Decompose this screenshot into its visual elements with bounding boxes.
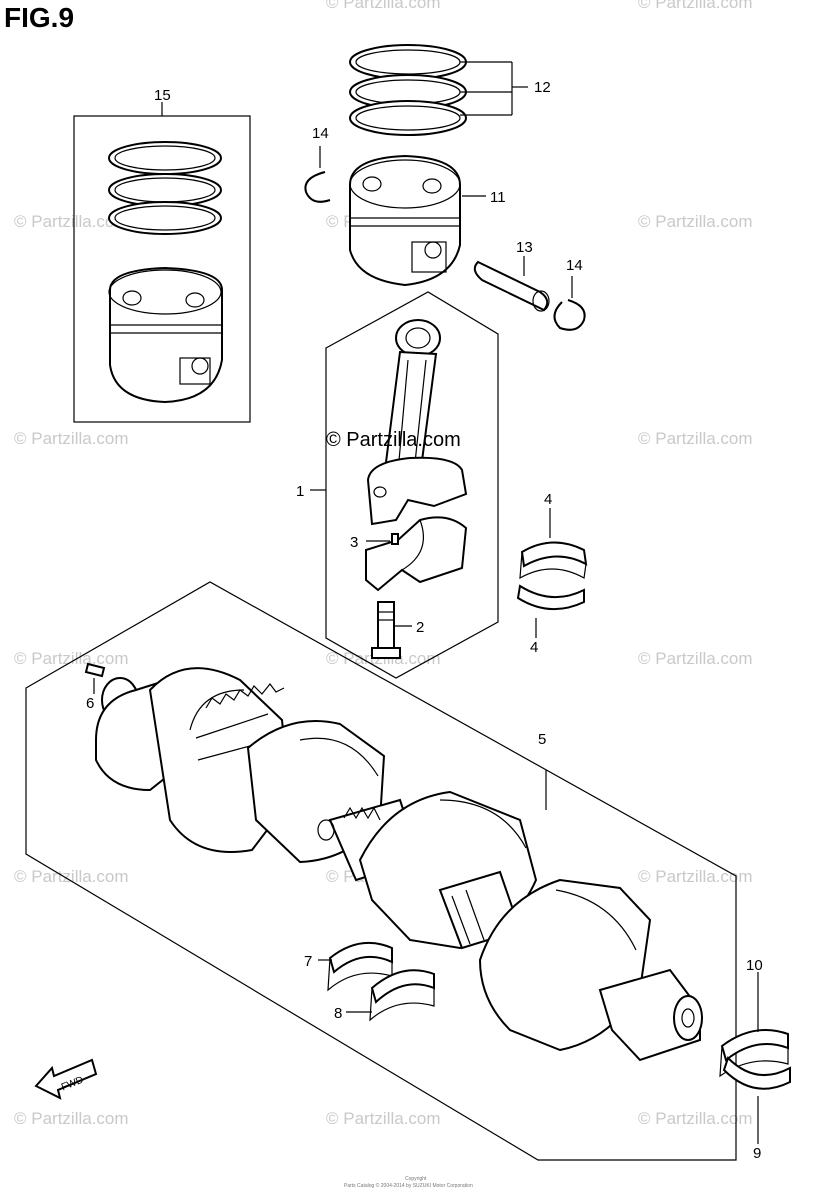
watermark-text: © Partzilla.com [326,0,441,12]
callout-9: 9 [753,1145,761,1162]
callout-13: 13 [516,239,533,256]
callout-7: 7 [304,953,312,970]
callout-6: 6 [86,695,94,712]
bearing-4-lower [516,584,585,638]
bearing-10 [719,972,789,1078]
callout-12: 12 [534,79,551,96]
callout-11: 11 [490,189,506,206]
bearing-8 [346,969,435,1022]
callout-labels: 1 2 3 4 4 5 6 7 8 9 10 11 12 13 14 14 15 [86,79,763,1162]
watermark-text: © Partzilla.com [14,649,129,668]
connecting-rod-box [310,291,499,679]
piston-set-box [73,102,251,423]
piston-11 [349,154,486,287]
watermark-text: © Partzilla.com [326,1109,441,1128]
watermark-text: © Partzilla.com [638,1109,753,1128]
callout-15: 15 [154,87,171,104]
watermark-main: © Partzilla.com [326,429,461,451]
callout-4-upper: 4 [544,491,552,508]
callout-3: 3 [350,534,358,551]
callout-10: 10 [746,957,763,974]
callout-14-right: 14 [566,257,583,274]
copyright-line2: Parts Catalog © 2004-2014 by SUZUKI Moto… [344,1182,473,1189]
watermark-text: © Partzilla.com [638,649,753,668]
callout-5: 5 [538,731,546,748]
crankshaft-box [25,581,737,1161]
callout-1: 1 [296,483,304,500]
callout-2: 2 [416,619,424,636]
watermark-text: © Partzilla.com [638,429,753,448]
callout-8: 8 [334,1005,342,1022]
copyright-footer: Copyright Parts Catalog © 2004-2014 by S… [344,1176,473,1189]
watermark-text: © Partzilla.com [14,867,129,886]
copyright-line1: Copyright [405,1176,427,1182]
fwd-arrow-icon: FWD [34,1058,98,1100]
bearing-4-upper [519,508,588,580]
bearing-9 [722,1056,791,1144]
piston-rings-12 [349,44,528,136]
watermark-text: © Partzilla.com [14,429,129,448]
watermark-text: © Partzilla.com [14,1109,129,1128]
circlip-14-right [553,276,586,331]
figure-title: FIG.9 [4,2,75,33]
watermark-text: © Partzilla.com [638,212,753,231]
watermark-text: © Partzilla.com [638,867,753,886]
circlip-14-left [304,146,331,203]
watermark-text: © Partzilla.com [638,0,753,12]
callout-14-left: 14 [312,125,329,142]
callout-4-lower: 4 [530,639,538,656]
piston-pin-13 [473,256,550,312]
watermark-text: © Partzilla.com [14,212,129,231]
